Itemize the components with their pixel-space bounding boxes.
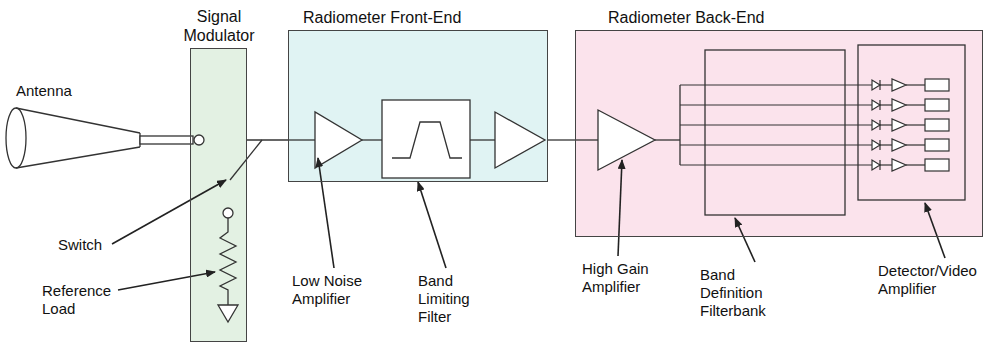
reference-load-label: Reference Load	[42, 282, 124, 318]
backend-box: Radiometer Back-End	[575, 30, 983, 237]
frontend-fill	[288, 30, 548, 182]
detector-label: Detector/Video Amplifier	[878, 262, 982, 298]
filter-label: Band Limiting Filter	[418, 272, 482, 326]
backend-chain	[575, 45, 965, 215]
lna-label: Low Noise Amplifier	[292, 272, 374, 308]
leader-lines	[112, 158, 945, 290]
switch-label: Switch	[58, 236, 118, 254]
amplifier-label: High Gain Amplifier	[582, 260, 666, 296]
backend-fill	[575, 30, 983, 237]
switch-symbol	[194, 135, 262, 180]
modulator-box: Signal Modulator	[190, 48, 247, 342]
resistor-symbol	[218, 208, 238, 322]
filterbank-label: Band Definition Filterbank	[700, 266, 784, 320]
frontend-chain	[288, 100, 545, 178]
antenna-label: Antenna	[16, 82, 106, 100]
horn-antenna	[6, 108, 193, 168]
frontend-box: Radiometer Front-End	[288, 30, 548, 182]
signal-wire	[247, 140, 288, 141]
box-heading: Radiometer Front-End	[303, 8, 461, 27]
detector-rows	[680, 79, 949, 171]
box-heading: Signal Modulator	[179, 7, 259, 45]
box-heading: Radiometer Back-End	[608, 8, 765, 27]
signal-wire	[548, 140, 575, 141]
